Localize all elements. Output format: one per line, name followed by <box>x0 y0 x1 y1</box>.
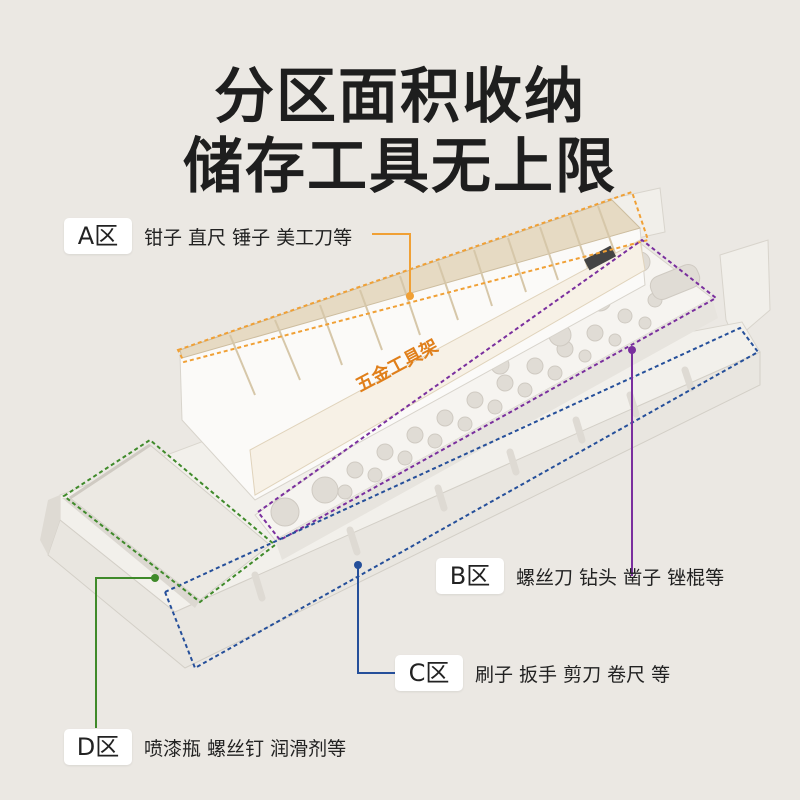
c-zone-outline <box>163 326 760 670</box>
b-zone-dot <box>628 346 636 354</box>
headline-line-1: 分区面积收纳 <box>214 62 586 132</box>
base-tray-left-end <box>40 495 60 555</box>
c-zone-leader <box>357 565 395 674</box>
a-zone-dividers <box>229 205 617 396</box>
d-zone-box-wall <box>62 498 200 608</box>
b-zone-slot <box>649 264 701 300</box>
d-zone-leader <box>95 577 155 728</box>
zone-d-badge: D区 <box>64 729 132 765</box>
zone-b-items: 螺丝刀 钻头 凿子 锉棍等 <box>516 566 725 589</box>
right-mount-plate <box>719 239 771 341</box>
zone-b-badge: B区 <box>436 558 504 594</box>
headline-line-2: 储存工具无上限 <box>183 132 617 202</box>
zone-c-items: 刷子 扳手 剪刀 卷尺 等 <box>475 663 671 686</box>
zone-c-callout: C区 刷子 扳手 剪刀 卷尺 等 <box>395 653 670 693</box>
d-zone-divider <box>69 443 151 500</box>
a-zone-leader <box>372 233 411 296</box>
a-zone-outline <box>176 190 650 364</box>
zone-a-callout: A区 钳子 直尺 锤子 美工刀等 <box>64 216 352 256</box>
zone-a-items: 钳子 直尺 锤子 美工刀等 <box>144 226 353 249</box>
d-zone-dot <box>151 574 159 582</box>
zone-d-items: 喷漆瓶 螺丝钉 润滑剂等 <box>144 737 347 760</box>
a-zone-dot <box>406 292 414 300</box>
c-zone-dot <box>354 561 362 569</box>
zone-a-badge: A区 <box>64 218 132 254</box>
zone-c-badge: C区 <box>395 655 463 691</box>
product-label-band <box>249 239 646 496</box>
barcode <box>583 245 617 271</box>
zone-d-callout: D区 喷漆瓶 螺丝钉 润滑剂等 <box>64 727 346 767</box>
zone-b-callout: B区 螺丝刀 钻头 凿子 锉棍等 <box>436 556 724 596</box>
b-zone-plate-front <box>275 298 718 560</box>
